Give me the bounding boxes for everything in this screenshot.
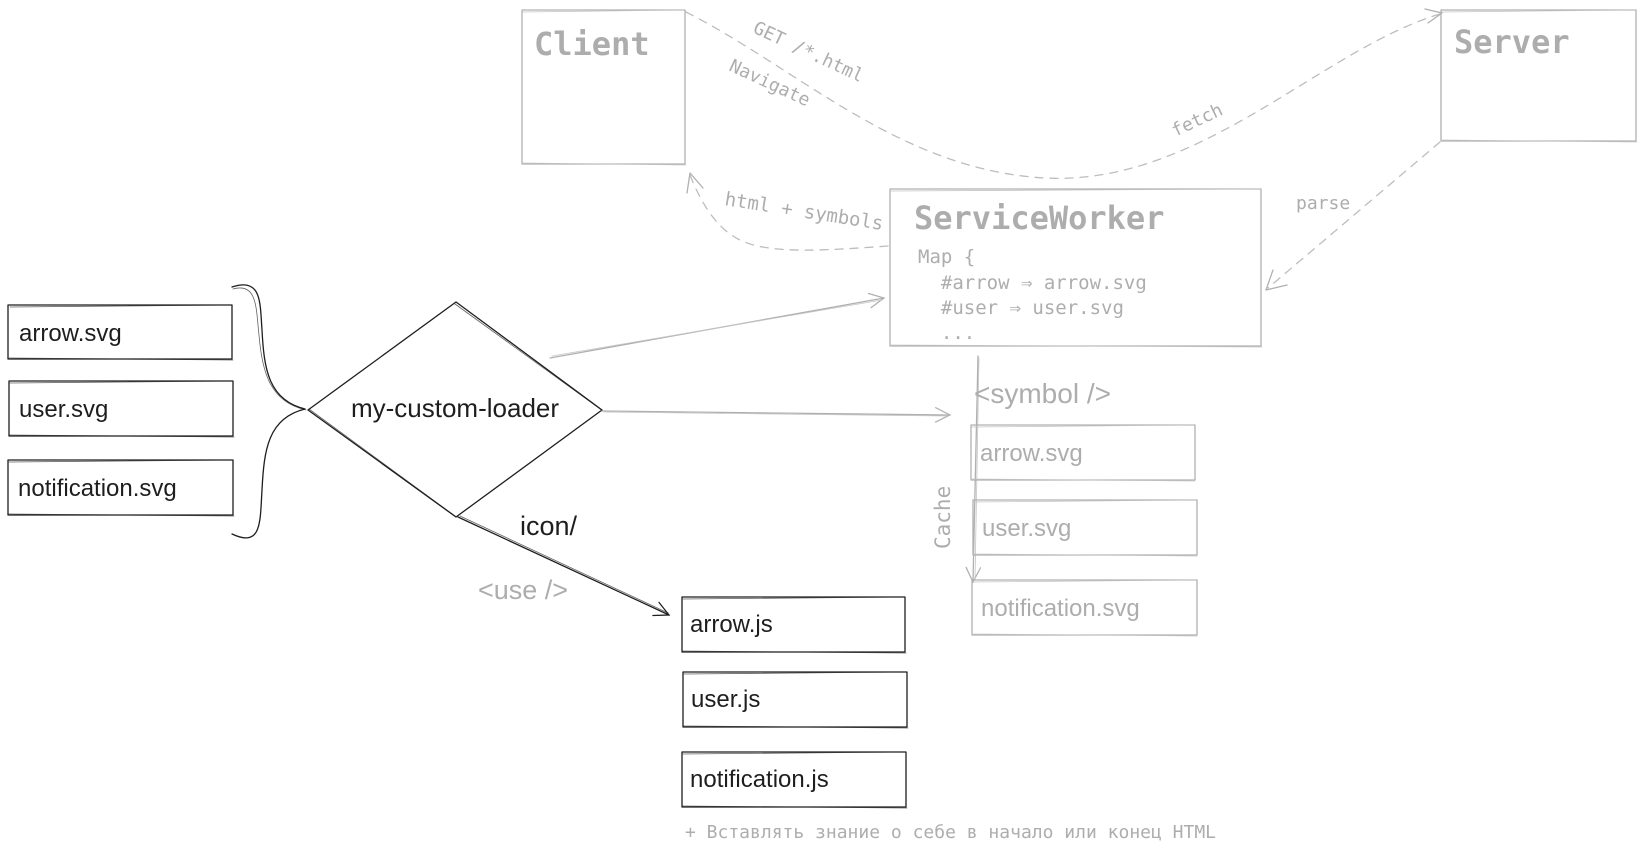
cache-arrow — [965, 355, 982, 584]
left-file-notification-svg: notification.svg — [7, 459, 235, 517]
cache-file-user-svg: user.svg — [972, 499, 1198, 557]
fetch-label: fetch — [1168, 100, 1226, 142]
left-file-arrow-svg: arrow.svg — [7, 304, 234, 361]
icon-label: icon/ — [520, 511, 578, 541]
cache-file-label: arrow.svg — [980, 440, 1083, 467]
serviceworker-code-line: ... — [918, 322, 975, 344]
serviceworker-code-line: Map { — [918, 246, 975, 268]
navigate-label: Navigate — [726, 55, 813, 111]
client-title: Client — [534, 25, 650, 63]
serviceworker-title: ServiceWorker — [914, 199, 1164, 237]
serviceworker-code-line: #user ⇒ user.svg — [918, 297, 1124, 319]
left-file-label: arrow.svg — [19, 320, 122, 347]
js-file-notification: notification.js — [681, 751, 908, 809]
js-file-label: arrow.js — [690, 611, 773, 638]
cache-file-label: notification.svg — [981, 595, 1140, 622]
grouping-brace — [231, 284, 306, 539]
parse-label: parse — [1296, 193, 1350, 214]
html-symbols-label: html + symbols — [723, 188, 885, 235]
use-label: <use /> — [478, 575, 568, 605]
left-file-label: user.svg — [19, 396, 108, 423]
cache-file-arrow-svg: arrow.svg — [970, 424, 1196, 482]
cache-file-notification-svg: notification.svg — [971, 579, 1198, 637]
navigate-fetch-arrow — [685, 11, 1441, 179]
serviceworker-node: ServiceWorker Map { #arrow ⇒ arrow.svg #… — [889, 188, 1263, 348]
client-node: Client — [521, 9, 687, 166]
js-file-user: user.js — [682, 671, 909, 729]
html-symbols-arrow — [689, 174, 889, 251]
js-file-label: user.js — [691, 686, 760, 713]
js-file-arrow: arrow.js — [681, 596, 907, 654]
cache-label: Cache — [931, 486, 955, 549]
left-file-label: notification.svg — [18, 475, 177, 502]
loader-label: my-custom-loader — [351, 393, 559, 423]
server-node: Server — [1440, 9, 1638, 143]
server-title: Server — [1454, 23, 1570, 61]
js-file-label: notification.js — [690, 766, 829, 793]
symbol-label: <symbol /> — [974, 378, 1111, 409]
parse-arrow — [1267, 141, 1441, 289]
my-custom-loader-node: my-custom-loader — [307, 301, 604, 518]
loader-to-symbol-arrow — [601, 407, 952, 423]
cache-file-label: user.svg — [982, 515, 1071, 542]
footer-note: + Вставлять знание о себе в начало или к… — [685, 822, 1216, 843]
serviceworker-code-line: #arrow ⇒ arrow.svg — [918, 272, 1147, 294]
icon-arrow — [457, 516, 671, 617]
left-file-user-svg: user.svg — [8, 380, 235, 438]
